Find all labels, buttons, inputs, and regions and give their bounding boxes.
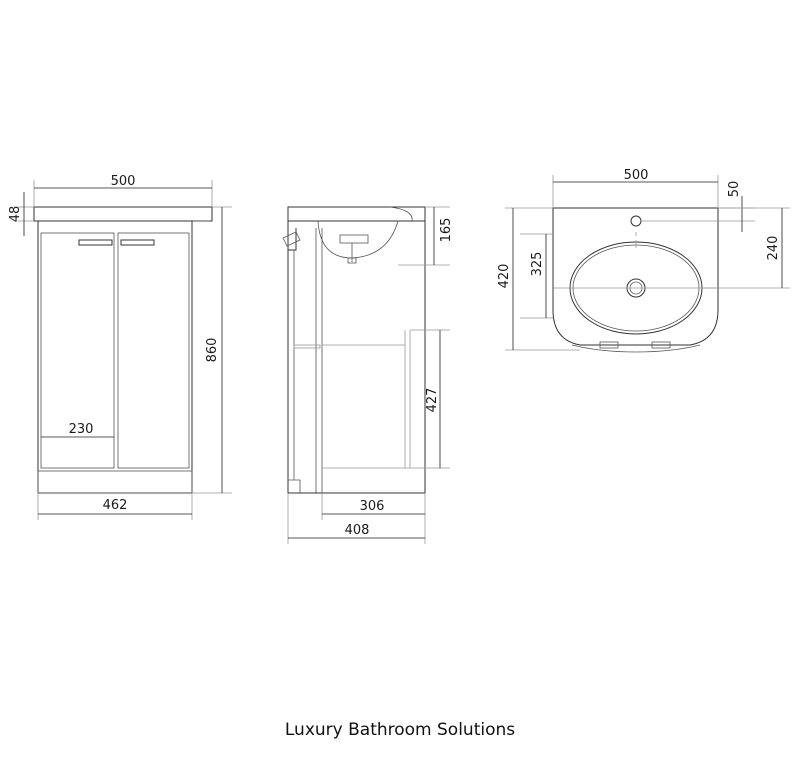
dim-side-bowl-depth: 165 <box>439 218 454 243</box>
front-door-left <box>40 232 115 469</box>
front-plinth <box>37 470 193 494</box>
dim-front-top-thickness: 48 <box>8 206 23 223</box>
side-view: 165 427 306 408 <box>282 206 454 544</box>
front-door-right <box>117 232 190 469</box>
dim-front-width-top: 500 <box>111 174 136 189</box>
side-bowl <box>317 220 399 259</box>
dim-side-total-depth: 408 <box>345 523 370 538</box>
front-cabinet <box>37 220 193 494</box>
dim-top-total-depth: 420 <box>497 264 512 289</box>
dim-top-tap-offset: 50 <box>727 181 742 198</box>
caption: Luxury Bathroom Solutions <box>284 720 516 740</box>
dim-top-bowl-depth: 325 <box>530 252 545 277</box>
dim-front-height: 860 <box>205 338 220 363</box>
dim-top-width: 500 <box>624 168 649 183</box>
handle-left <box>78 239 113 246</box>
side-basin-top <box>287 206 426 222</box>
dim-side-inner-depth: 306 <box>360 499 385 514</box>
dim-side-inner-height: 427 <box>425 388 440 413</box>
handle-right <box>120 239 155 246</box>
top-basin-outline <box>552 207 719 346</box>
dim-top-center-to-back: 240 <box>766 236 781 261</box>
tap-hole <box>630 215 642 227</box>
front-basin-top <box>33 206 213 222</box>
dim-front-width-bottom: 462 <box>103 498 128 513</box>
top-view: 500 50 240 325 420 <box>497 168 790 353</box>
front-view: 500 48 860 230 462 <box>8 174 232 520</box>
dim-front-door-width: 230 <box>69 422 94 437</box>
